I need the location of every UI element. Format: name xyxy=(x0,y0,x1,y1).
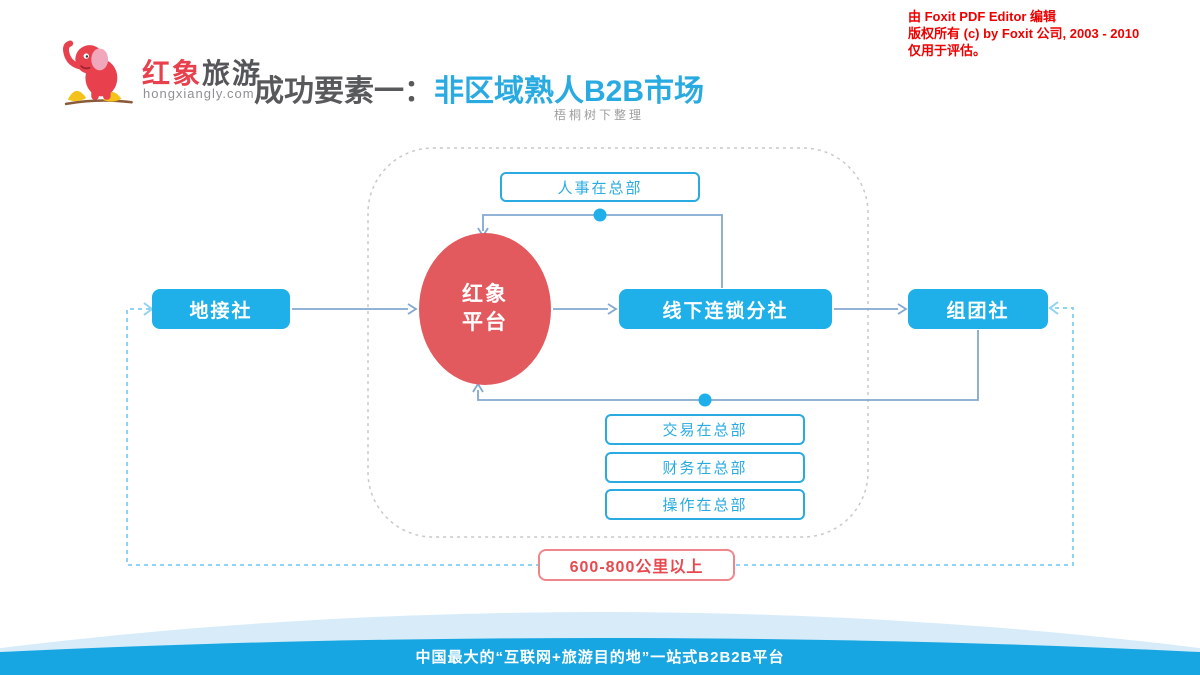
foxit-watermark: 由 Foxit PDF Editor 编辑 版权所有 (c) by Foxit … xyxy=(908,8,1139,59)
node-local-agency: 地接社 xyxy=(152,289,290,329)
node-group-agency: 组团社 xyxy=(908,289,1048,329)
bottom-connector-dot xyxy=(698,393,712,407)
distance-badge: 600-800公里以上 xyxy=(538,549,735,581)
watermark-line-3: 仅用于评估。 xyxy=(908,43,987,58)
elephant-logo-icon xyxy=(63,40,133,106)
flow-arrow-platform-to-offline xyxy=(553,303,618,315)
node-finance-headquarters: 财务在总部 xyxy=(605,452,805,483)
footer-slogan: 中国最大的“互联网+旅游目的地”一站式B2B2B平台 xyxy=(415,649,785,666)
page-title-prefix: 成功要素一： xyxy=(254,75,434,108)
watermark-line-1: 由 Foxit PDF Editor 编辑 xyxy=(908,9,1057,24)
footer-wave-dark xyxy=(0,638,1200,675)
inner-dashed-container xyxy=(367,147,869,538)
page-title: 成功要素一：非区域熟人B2B市场 xyxy=(254,66,704,110)
brand-name-gray: 旅游 xyxy=(202,58,263,89)
company-logo xyxy=(56,34,140,115)
page-title-highlight: 非区域熟人B2B市场 xyxy=(434,75,705,108)
top-connector-dot xyxy=(593,208,607,222)
brand-name: 红象旅游 xyxy=(142,52,262,92)
node-operation-headquarters: 操作在总部 xyxy=(605,489,805,520)
outer-distance-loop xyxy=(126,307,1074,566)
brand-name-red: 红象 xyxy=(142,58,203,89)
node-trade-headquarters: 交易在总部 xyxy=(605,414,805,445)
node-offline-chain-branches: 线下连锁分社 xyxy=(619,289,832,329)
platform-label-line2: 平台 xyxy=(462,311,508,334)
node-hr-headquarters: 人事在总部 xyxy=(500,172,700,202)
brand-domain: hongxiangly.com xyxy=(143,86,255,101)
flow-arrow-offline-to-group xyxy=(834,303,908,315)
platform-label-line1: 红象 xyxy=(462,282,508,306)
watermark-line-2: 版权所有 (c) by Foxit 公司, 2003 - 2010 xyxy=(908,26,1140,41)
node-hongxiang-platform: 红象 平台 xyxy=(419,233,551,385)
flow-arrow-local-to-platform xyxy=(292,303,418,315)
page-subtitle: 梧桐树下整理 xyxy=(554,108,645,122)
bottom-connector xyxy=(472,330,979,401)
